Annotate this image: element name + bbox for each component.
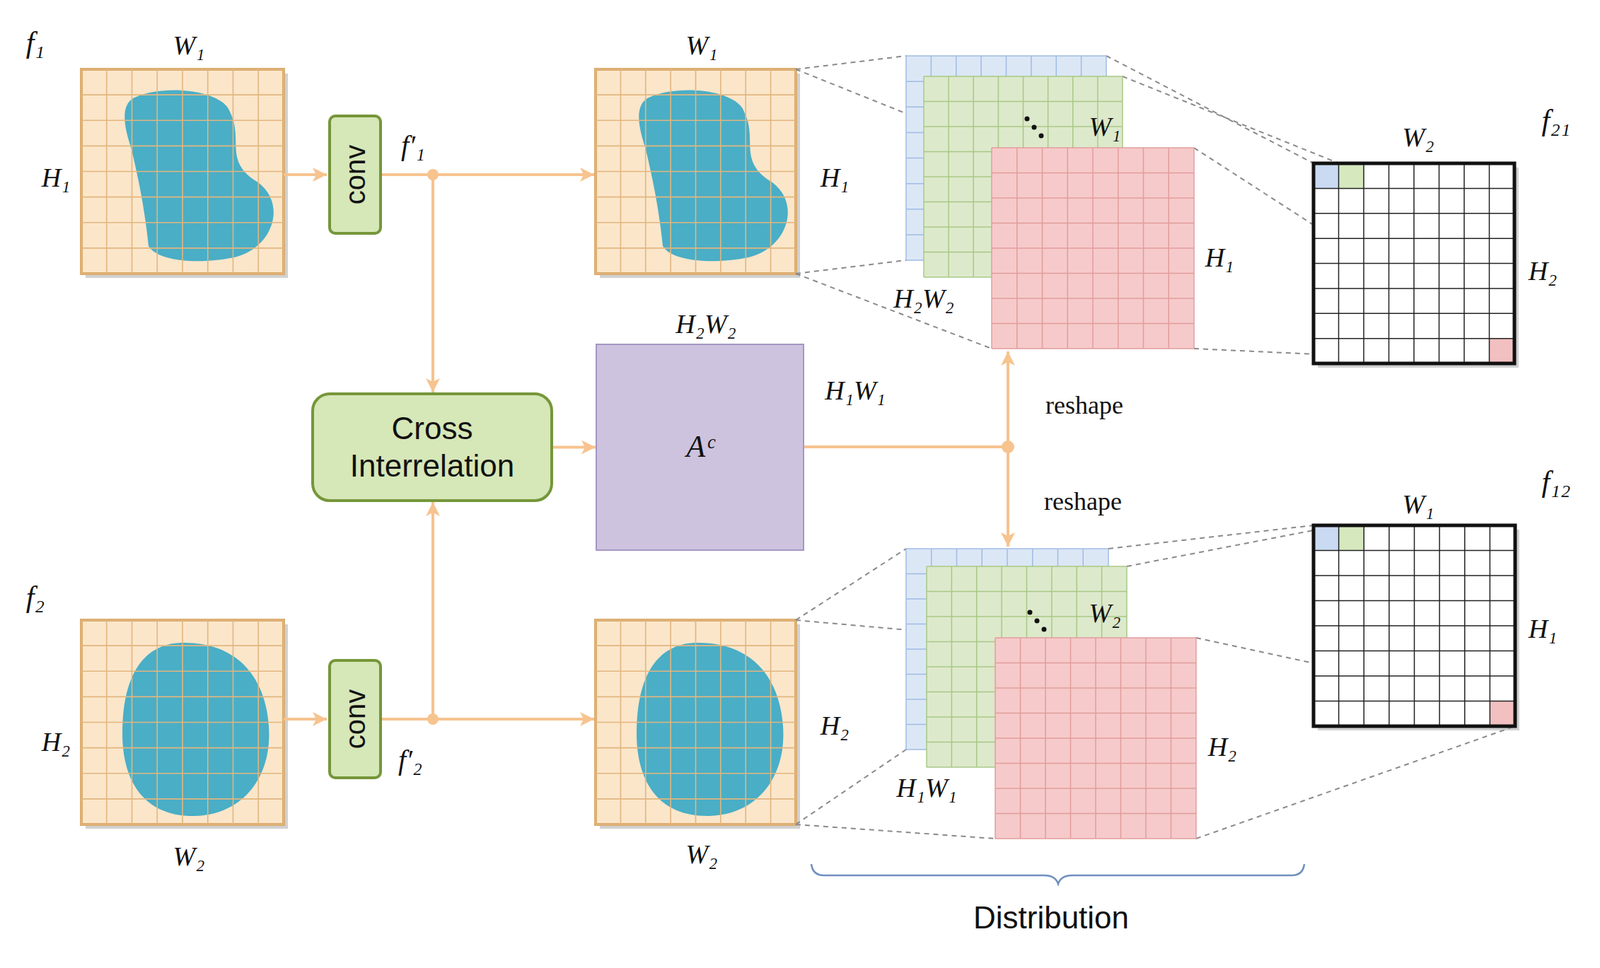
flow-connector bbox=[381, 502, 433, 720]
dimension-label: W₂ bbox=[1402, 123, 1435, 153]
dimension-label: H₁W₁ bbox=[896, 773, 958, 804]
dimension-label: f₁ bbox=[26, 26, 45, 59]
dimension-label: W₁ bbox=[173, 31, 206, 61]
feature-map bbox=[81, 620, 288, 830]
operation-label: reshape bbox=[1043, 391, 1126, 421]
dimension-label: W₁ bbox=[1402, 490, 1435, 520]
dimension-label: H₁ bbox=[1528, 614, 1558, 645]
dimension-label: H₁W₁ bbox=[824, 376, 886, 407]
dimension-label: W₂ bbox=[686, 840, 718, 871]
leader-lines bbox=[795, 55, 1516, 839]
feature-map bbox=[595, 69, 800, 278]
dimension-label: H₂ bbox=[820, 711, 850, 742]
operation-label: reshape bbox=[1041, 488, 1124, 517]
dimension-label: W₂ bbox=[1089, 599, 1122, 629]
dimension-label: H₂ bbox=[41, 727, 71, 758]
dimension-label: W₂ bbox=[173, 842, 206, 873]
node-text: conv bbox=[338, 689, 373, 750]
dimension-label: f₁₂ bbox=[1541, 465, 1571, 498]
cross-interrelation-box: Cross Interrelation bbox=[311, 392, 554, 503]
dimension-label: H₁ bbox=[1205, 243, 1235, 274]
dimension-label: H₂ bbox=[1528, 256, 1558, 287]
flow-arrows bbox=[283, 174, 1008, 720]
flow-connector bbox=[553, 446, 596, 450]
feature-map bbox=[595, 620, 800, 830]
attention-matrix: Aᶜ bbox=[595, 343, 805, 552]
node-text: conv bbox=[338, 145, 373, 206]
feature-map bbox=[81, 69, 288, 278]
dimension-label: f′₂ bbox=[398, 744, 423, 776]
dimension-label: H₂W₂ bbox=[675, 309, 737, 340]
output-grid bbox=[1313, 525, 1520, 731]
dimension-label: W₁ bbox=[1089, 112, 1122, 143]
conv-box: conv bbox=[328, 114, 382, 235]
dimension-label: f′₁ bbox=[401, 130, 426, 162]
dimension-label: H₂W₂ bbox=[893, 284, 955, 315]
dimension-label: f₂ bbox=[26, 580, 45, 614]
dimension-label: W₁ bbox=[686, 31, 718, 61]
bracket bbox=[811, 864, 1305, 885]
flow-connector bbox=[381, 174, 433, 393]
dimension-label: f₂₁ bbox=[1541, 103, 1571, 137]
conv-box: conv bbox=[328, 659, 382, 780]
output-grid bbox=[1313, 163, 1519, 368]
node-text: Cross Interrelation bbox=[321, 410, 543, 486]
group-label: Distribution bbox=[973, 901, 1129, 936]
dimension-label: H₂ bbox=[1208, 732, 1238, 763]
dimension-label: H₁ bbox=[41, 163, 71, 194]
dimension-label: H₁ bbox=[820, 163, 850, 194]
node-text: Aᶜ bbox=[686, 428, 713, 467]
